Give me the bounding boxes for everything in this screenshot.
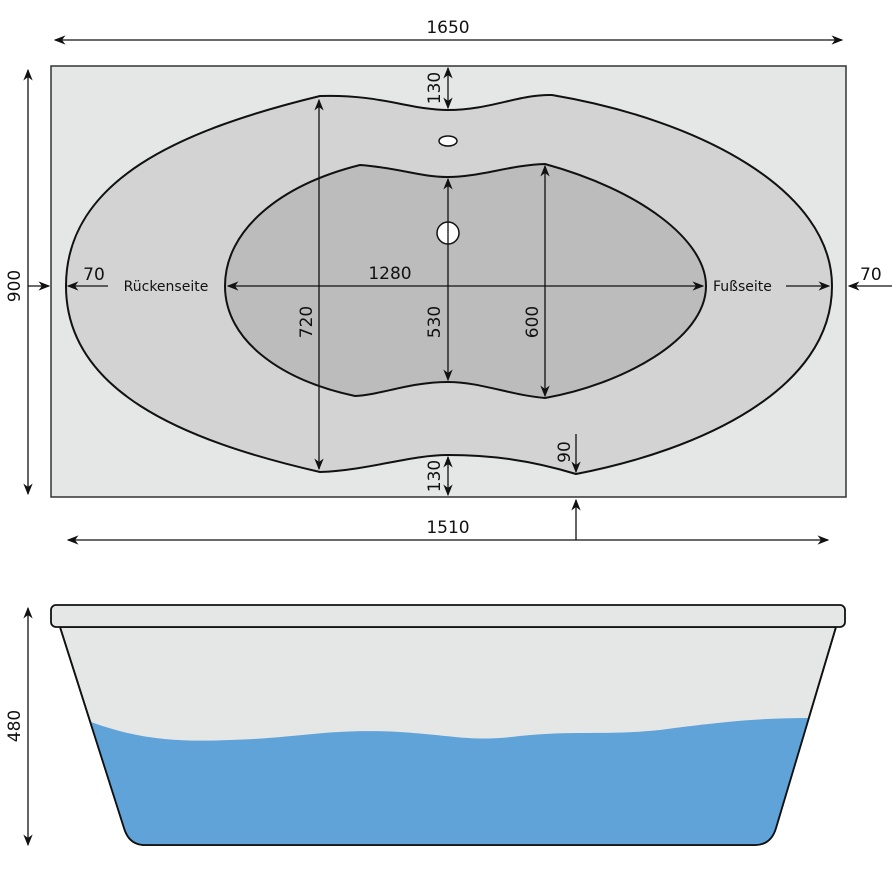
side-view: 480 xyxy=(5,604,846,847)
height-label: 480 xyxy=(5,710,25,742)
back-width-label: 720 xyxy=(297,306,317,338)
back-side-label: Rückenseite xyxy=(124,279,209,295)
tub-rim xyxy=(50,604,846,628)
foot-side-label: Fußseite xyxy=(713,279,772,295)
overflow-hole-icon xyxy=(438,135,458,147)
foot-side-label-bg xyxy=(710,276,786,294)
basin-center-width-label: 530 xyxy=(425,306,445,338)
basin-foot-width-label: 600 xyxy=(523,306,543,338)
basin-length-label: 1280 xyxy=(368,264,411,284)
rim-bottom-label: 130 xyxy=(425,460,445,492)
offset-bottom-label: 90 xyxy=(555,441,575,463)
rim-left-label: 70 xyxy=(83,265,105,285)
overall-length-label: 1650 xyxy=(426,18,469,38)
top-view: 1650 900 130 130 720 530 600 1280 70 Rüc… xyxy=(5,18,892,545)
rim-right-label: 70 xyxy=(860,265,882,285)
inner-length-label: 1510 xyxy=(426,518,469,538)
tub-body-outline xyxy=(59,626,837,846)
back-side-label-bg xyxy=(114,276,220,294)
water-fill xyxy=(91,718,808,845)
overall-width-label: 900 xyxy=(5,270,25,302)
rim-top-label: 130 xyxy=(425,72,445,104)
tub-basin-outline xyxy=(223,162,708,400)
